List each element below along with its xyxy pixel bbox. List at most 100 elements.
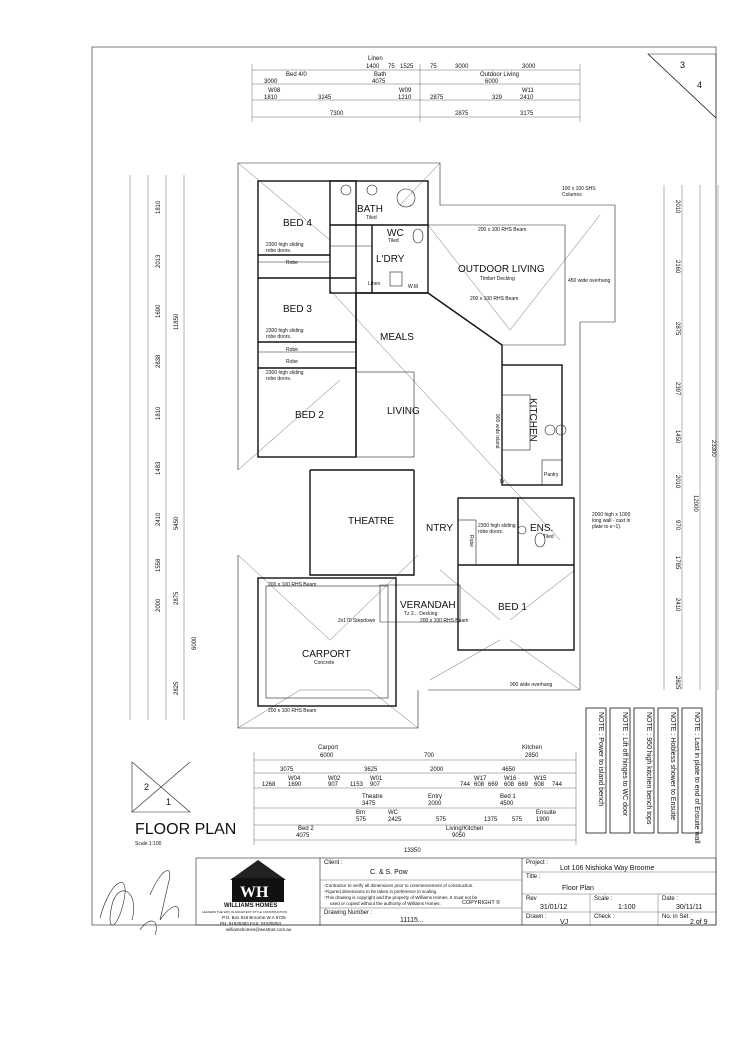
svg-text:3000: 3000 [264, 79, 278, 85]
svg-text:907: 907 [328, 782, 339, 788]
svg-text:Fr.: Fr. [500, 479, 506, 485]
svg-text:3000: 3000 [522, 64, 536, 70]
svg-text:669: 669 [488, 782, 499, 788]
svg-text:Tiled: Tiled [388, 238, 399, 244]
svg-text:williamshomes@westnet.com.au: williamshomes@westnet.com.au [226, 927, 292, 932]
svg-text:Bed 1: Bed 1 [500, 794, 516, 800]
svg-text:-This drawing is copyright and: -This drawing is copyright and the prope… [324, 895, 478, 900]
room-carport: CARPORT [302, 649, 351, 660]
svg-text:3625: 3625 [364, 767, 378, 773]
svg-text:2: 2 [144, 782, 149, 792]
svg-text:200 x 100 RHS Beam: 200 x 100 RHS Beam [470, 296, 518, 302]
section-marker-top: 3 4 [647, 53, 717, 119]
room-laundry: L'DRY [376, 254, 405, 265]
svg-text:Bath: Bath [374, 72, 386, 78]
svg-text:2013: 2013 [156, 254, 162, 268]
svg-text:1153: 1153 [350, 782, 364, 788]
svg-text:1483: 1483 [156, 461, 162, 475]
svg-text:2875: 2875 [674, 322, 680, 336]
williams-homes-logo: WH [230, 860, 286, 902]
section-marker-left: 2 1 [131, 761, 191, 813]
svg-text:Tiled: Tiled [543, 534, 554, 540]
svg-text:Kitchen: Kitchen [522, 745, 542, 751]
room-labels: BED 4 BATH Tiled WC Tiled L'DRY Linen W.… [283, 204, 559, 666]
room-bed4: BED 4 [283, 218, 312, 229]
svg-text:1268: 1268 [262, 782, 276, 788]
svg-text:Robe: Robe [286, 359, 298, 365]
svg-text:Outdoor Living: Outdoor Living [480, 72, 519, 78]
svg-text:900 wide overhang: 900 wide overhang [510, 682, 552, 688]
svg-text:Tiled: Tiled [366, 215, 377, 221]
room-bath: BATH [357, 204, 383, 215]
svg-text:30/11/11: 30/11/11 [676, 904, 702, 911]
note-1: NOTE : Power to island bench [597, 712, 604, 806]
svg-text:W01: W01 [370, 776, 383, 782]
svg-text:Lot 106 Nishioka Way Broome: Lot 106 Nishioka Way Broome [560, 865, 654, 872]
svg-text:75: 75 [430, 64, 437, 70]
svg-text:970: 970 [674, 520, 680, 531]
svg-text:W.M: W.M [408, 284, 418, 290]
svg-text:1810: 1810 [264, 95, 278, 101]
svg-text:W17: W17 [474, 776, 487, 782]
right-dimensions: 2010 2160 2875 2397 1450 2010 970 1785 2… [663, 185, 719, 690]
svg-text:608: 608 [504, 782, 515, 788]
svg-text:Carport: Carport [318, 745, 338, 751]
svg-text:2875: 2875 [455, 111, 469, 117]
room-theatre: THEATRE [348, 516, 394, 527]
svg-text:Bm: Bm [356, 810, 365, 816]
note-2: NOTE : Lift off hinges to WC door [621, 712, 628, 817]
svg-text:2875: 2875 [174, 591, 180, 605]
svg-text:Bed 2: Bed 2 [298, 826, 314, 832]
title-block: WH WILLIAMS HOMES LEADERS THE WAY IN ARC… [195, 857, 717, 932]
svg-text:5450: 5450 [174, 516, 180, 530]
svg-text:Theatre: Theatre [362, 794, 383, 800]
svg-text:6000: 6000 [320, 753, 334, 759]
svg-text:VJ: VJ [560, 919, 568, 926]
svg-text:Drawn :: Drawn : [526, 914, 547, 920]
svg-text:23300: 23300 [710, 440, 716, 457]
svg-text:2825: 2825 [674, 676, 680, 690]
building-walls [257, 180, 575, 707]
svg-text:Linen: Linen [368, 281, 380, 287]
room-verandah: VERANDAH [400, 600, 456, 611]
svg-text:744: 744 [460, 782, 471, 788]
svg-text:1810: 1810 [156, 406, 162, 420]
note-4: NOTE : Hobless shower to Ensuite [669, 712, 676, 820]
svg-text:4500: 4500 [500, 801, 514, 807]
note-3: NOTE : 950 high kitchen bench tops [645, 712, 652, 825]
svg-text:4075: 4075 [296, 833, 310, 839]
svg-text:1: 1 [166, 797, 171, 807]
svg-text:2000: 2000 [430, 767, 444, 773]
svg-text:Date :: Date : [662, 896, 678, 902]
svg-text:Ensuite: Ensuite [536, 810, 557, 816]
svg-text:200 x 100 RHS Beam: 200 x 100 RHS Beam [420, 618, 468, 624]
svg-text:PH: 91935383 FAX: 91935053: PH: 91935383 FAX: 91935053 [220, 921, 282, 926]
svg-text:11115...: 11115... [400, 917, 424, 924]
svg-text:P.O. Box 918 Broome W.A 6725: P.O. Box 918 Broome W.A 6725 [222, 915, 286, 920]
room-bed1: BED 1 [498, 602, 527, 613]
svg-text:900 wide island: 900 wide island [494, 414, 500, 449]
svg-text:2875: 2875 [430, 95, 444, 101]
svg-text:1:100: 1:100 [618, 904, 636, 911]
svg-text:Entry: Entry [428, 794, 442, 800]
svg-text:LEADERS THE WAY IN ARCHITECT S: LEADERS THE WAY IN ARCHITECT STYLE CONST… [202, 910, 287, 914]
svg-text:Living/Kitchen: Living/Kitchen [446, 826, 483, 832]
svg-text:-Figured dimensions to be take: -Figured dimensions to be taken in prefe… [324, 889, 437, 894]
svg-text:used or copied without the aut: used or copied without the authority of … [330, 901, 441, 906]
svg-text:WILLIAMS HOMES: WILLIAMS HOMES [224, 903, 277, 909]
svg-text:450 wide overhang: 450 wide overhang [568, 278, 610, 284]
svg-text:3075: 3075 [280, 767, 294, 773]
bottom-dimensions: Carport 6000 700 Kitchen 2850 3075 3625 … [253, 745, 577, 854]
svg-text:C. & S. Pow: C. & S. Pow [370, 869, 409, 876]
svg-text:4: 4 [697, 80, 702, 90]
svg-text:907: 907 [370, 782, 381, 788]
svg-text:Scale :: Scale : [594, 896, 613, 902]
svg-text:Robe: Robe [468, 535, 474, 547]
svg-text:1690: 1690 [288, 782, 302, 788]
svg-text:1210: 1210 [398, 95, 412, 101]
svg-text:COPYRIGHT ©: COPYRIGHT © [462, 899, 500, 906]
svg-text:2000: 2000 [428, 801, 442, 807]
